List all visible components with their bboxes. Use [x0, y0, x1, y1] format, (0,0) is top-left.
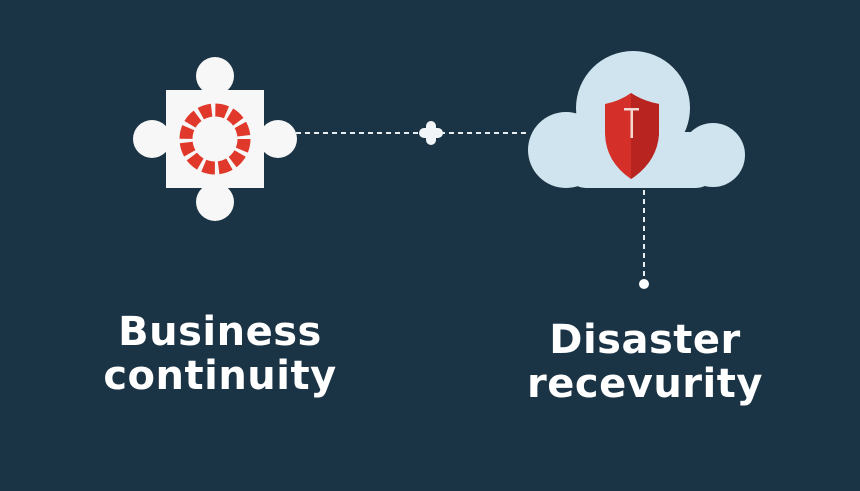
connector-endpoint-dot [639, 279, 649, 289]
puzzle-piece-icon [133, 57, 297, 221]
disaster-recovery-label: Disaster recevurity [510, 318, 780, 406]
business-continuity-label: Business continuity [70, 310, 370, 398]
label-line-2: continuity [103, 353, 337, 399]
label-line-1: Disaster [549, 317, 741, 363]
shield-icon [605, 93, 659, 179]
plus-junction-icon [419, 121, 443, 145]
label-line-2: recevurity [527, 361, 763, 407]
puzzle-gear-icon [133, 57, 297, 221]
label-line-1: Business [118, 309, 322, 355]
cloud-shield-icon [528, 51, 745, 188]
gear-icon [179, 103, 251, 175]
